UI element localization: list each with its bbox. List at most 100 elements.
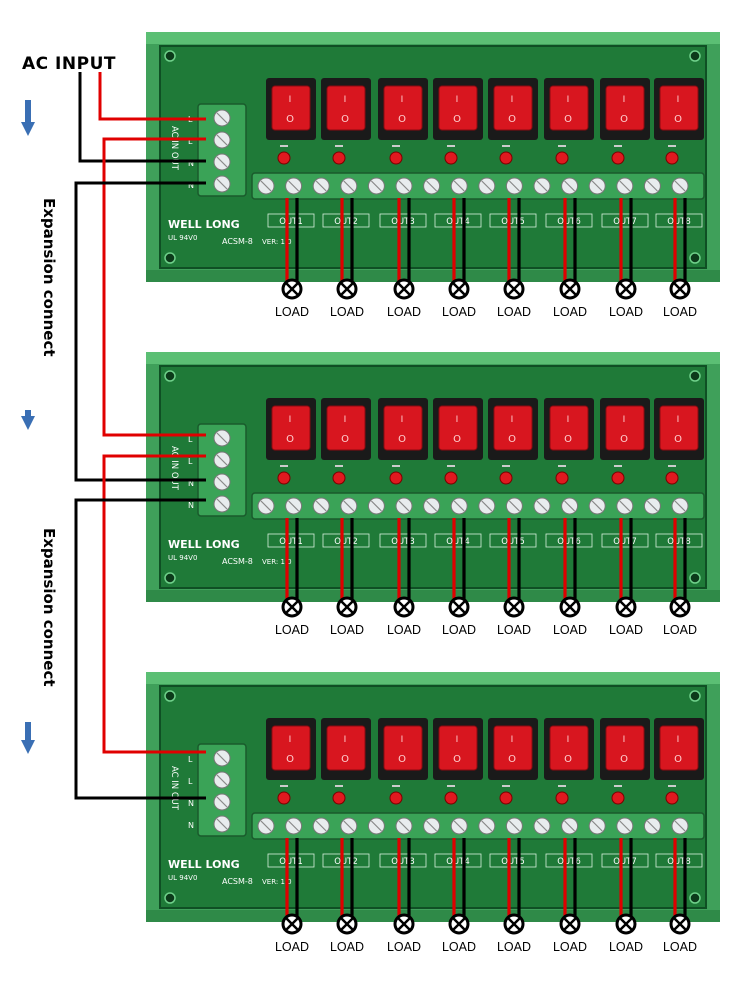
led-indicator-icon (444, 151, 458, 165)
screw-slot (453, 820, 465, 832)
input-mark: L (188, 755, 193, 764)
expansion-neutral-wire-1 (74, 181, 206, 482)
screw-slot (508, 820, 520, 832)
lamp-cross (673, 282, 687, 296)
led-indicator-icon (277, 791, 291, 805)
led-indicator-icon (332, 151, 346, 165)
input-mark: L (188, 137, 193, 146)
load-label: LOAD (553, 940, 587, 954)
lamp-cross (563, 600, 577, 614)
switch-rocker (383, 85, 423, 131)
output-label: OUT7 (613, 857, 637, 867)
screw-slot (370, 180, 382, 192)
input-mark: N (188, 159, 194, 168)
output-label: OUT2 (334, 857, 358, 867)
output-label-box (379, 213, 427, 228)
screw-slot (343, 820, 355, 832)
screw-slot (508, 500, 520, 512)
switch-on-mark: I (289, 735, 292, 745)
screw-slot (674, 180, 686, 192)
switch-off-mark: O (508, 754, 516, 765)
load-label: LOAD (442, 940, 476, 954)
lamp-cross (452, 282, 466, 296)
lamp-cross (397, 282, 411, 296)
input-vertical-label: AC IN OUT (169, 126, 179, 171)
led-indicator-icon (611, 791, 625, 805)
screw-slot (536, 180, 548, 192)
switch-rocker (383, 405, 423, 451)
screw-slot (674, 500, 686, 512)
input-mark: L (188, 435, 193, 444)
input-mark: N (188, 799, 194, 808)
led-indicator-icon (555, 791, 569, 805)
load-label: LOAD (663, 623, 697, 637)
expansion-connect-label-1: Expansion connect (40, 198, 58, 357)
switch-rocker (549, 405, 589, 451)
load-label: LOAD (442, 623, 476, 637)
screw-slot (426, 820, 438, 832)
screw-slot (536, 500, 548, 512)
load-label: LOAD (330, 305, 364, 319)
ac-input-live-wire (98, 72, 206, 121)
switch-rocker (326, 725, 366, 771)
screw-slot (481, 180, 493, 192)
output-label: OUT7 (613, 537, 637, 547)
screw-slot (216, 156, 228, 168)
lamp-cross (673, 600, 687, 614)
mounting-hole (164, 252, 176, 264)
output-label-box (545, 853, 593, 868)
switch-off-mark: O (674, 434, 682, 445)
screw-slot (216, 498, 228, 510)
screw-slot (398, 820, 410, 832)
switch-off-mark: O (341, 434, 349, 445)
output-label: OUT8 (667, 217, 691, 227)
lamp-cross (397, 917, 411, 931)
output-label: OUT3 (391, 537, 415, 547)
switch-on-mark: I (511, 415, 514, 425)
load-label: LOAD (553, 623, 587, 637)
output-label: OUT2 (334, 217, 358, 227)
switch-off-mark: O (398, 114, 406, 125)
screw-slot (216, 134, 228, 146)
down-arrow-icon (25, 410, 31, 418)
screw-slot (216, 112, 228, 124)
switch-off-mark: O (674, 754, 682, 765)
load-label: LOAD (275, 940, 309, 954)
switch-off-mark: O (620, 434, 628, 445)
screw-slot (315, 500, 327, 512)
lamp-cross (285, 600, 299, 614)
mounting-hole (689, 892, 701, 904)
led-indicator-icon (444, 471, 458, 485)
screw-slot (646, 820, 658, 832)
output-label-box (545, 213, 593, 228)
switch-off-mark: O (286, 754, 294, 765)
screw-slot (564, 180, 576, 192)
output-label: OUT1 (279, 217, 303, 227)
screw-slot (481, 820, 493, 832)
ac-input-neutral-wire (78, 72, 206, 163)
screw-slot (216, 432, 228, 444)
input-vertical-label: AC IN OUT (169, 446, 179, 491)
screw-slot (288, 820, 300, 832)
lamp-cross (563, 917, 577, 931)
switch-rocker (549, 725, 589, 771)
output-label-box (434, 853, 482, 868)
mounting-hole (164, 50, 176, 62)
switch-on-mark: I (344, 415, 347, 425)
screw-slot (216, 774, 228, 786)
output-terminal-strip (251, 492, 705, 520)
output-label-box (267, 853, 315, 868)
screw-slot (591, 500, 603, 512)
output-terminal-strip (251, 812, 705, 840)
mounting-hole (689, 370, 701, 382)
screw-slot (646, 180, 658, 192)
output-label-box (601, 213, 649, 228)
led-indicator-icon (277, 471, 291, 485)
screw-slot (216, 818, 228, 830)
lamp-cross (507, 600, 521, 614)
led-indicator-icon (611, 151, 625, 165)
led-indicator-icon (444, 791, 458, 805)
screw-slot (591, 820, 603, 832)
lamp-cross (397, 600, 411, 614)
